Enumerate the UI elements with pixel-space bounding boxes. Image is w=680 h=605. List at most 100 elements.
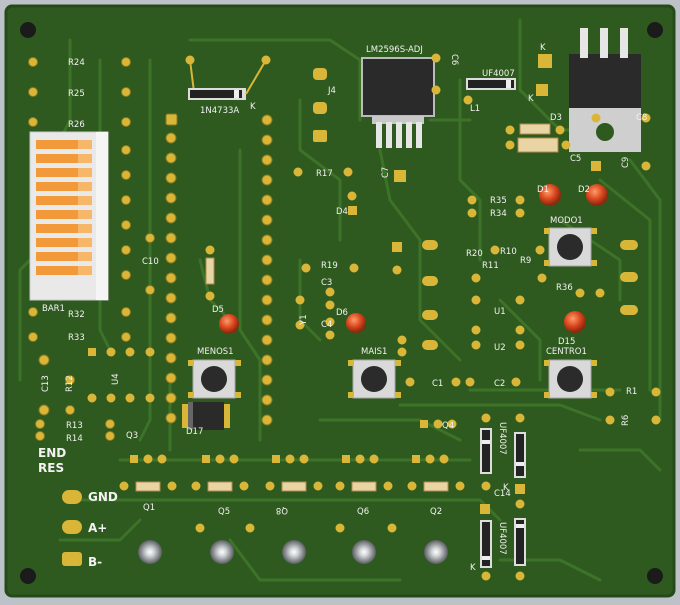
label-c5: C5 xyxy=(570,154,581,164)
bar-graph-display xyxy=(29,131,109,301)
label-r34: R34 xyxy=(490,209,507,219)
label-r13: R13 xyxy=(66,421,83,431)
label-modo: MODO1 xyxy=(550,216,583,226)
label-uf3: UF4007 xyxy=(497,522,507,555)
resistor-row xyxy=(119,481,465,533)
transistor-row xyxy=(130,419,457,464)
label-q2: Q2 xyxy=(430,507,442,517)
label-d5: D5 xyxy=(212,305,224,315)
power-pads xyxy=(62,490,82,566)
resistors-d3-area xyxy=(505,113,651,171)
label-d1: D1 xyxy=(537,185,549,195)
button-menos[interactable] xyxy=(188,359,241,399)
label-r24: R24 xyxy=(68,58,85,68)
label-y1: Y1 xyxy=(299,314,309,326)
label-c13: C13 xyxy=(41,375,51,392)
label-res: RES xyxy=(38,461,64,475)
label-r20: R20 xyxy=(466,249,483,259)
label-uf2: UF4007 xyxy=(497,422,507,455)
mounting-holes xyxy=(20,22,663,584)
mcu-socket-pads xyxy=(165,113,273,426)
lm2596-regulator xyxy=(361,57,435,148)
label-r6: R6 xyxy=(621,415,631,426)
label-d4: D4 xyxy=(336,207,348,217)
label-gnd: GND xyxy=(88,490,118,504)
label-d6: D6 xyxy=(336,308,348,318)
bridge-diodes xyxy=(480,413,526,581)
label-c4: C4 xyxy=(321,320,332,330)
label-r17: R17 xyxy=(316,169,333,179)
label-d17: D17 xyxy=(186,427,203,437)
led-d2 xyxy=(586,184,608,206)
label-u4: U4 xyxy=(111,373,121,385)
label-b-minus: B- xyxy=(88,555,102,569)
button-modo[interactable] xyxy=(544,227,597,267)
led-d5 xyxy=(219,314,239,334)
button-mais[interactable] xyxy=(348,359,401,399)
label-c6: C6 xyxy=(449,54,459,65)
label-end: END xyxy=(38,446,66,460)
zener-diode xyxy=(185,55,271,100)
smd-diode-d17 xyxy=(182,402,230,430)
label-c8: C8 xyxy=(636,113,647,123)
label-r11: R11 xyxy=(482,261,499,271)
label-r36: R36 xyxy=(556,283,573,293)
label-r12: R12 xyxy=(65,375,75,392)
label-j4: J4 xyxy=(327,86,336,96)
label-q1: Q1 xyxy=(143,503,155,513)
led-d15 xyxy=(564,311,586,333)
to220-regulator xyxy=(569,28,641,152)
led-d1 xyxy=(539,184,561,206)
center-pads xyxy=(293,53,521,387)
label-c9: C9 xyxy=(621,157,631,168)
label-r10: R10 xyxy=(500,247,517,257)
label-uf1: UF4007 xyxy=(482,69,515,79)
label-d15: D15 xyxy=(558,337,575,347)
label-d3: D3 xyxy=(550,113,562,123)
label-k4: K xyxy=(470,563,476,573)
label-r9: R9 xyxy=(520,256,531,266)
label-zener: 1N4733A xyxy=(200,106,239,116)
label-c3: C3 xyxy=(321,278,332,288)
label-l1: L1 xyxy=(470,104,480,114)
label-u1: U1 xyxy=(494,307,506,317)
label-k2: K xyxy=(528,94,534,104)
terminal-holes xyxy=(138,540,448,564)
label-lm: LM2596S-ADJ xyxy=(366,45,423,55)
u4-pads xyxy=(87,347,155,403)
resistor-vertical xyxy=(205,257,215,285)
label-r32: R32 xyxy=(68,310,85,320)
label-c7: C7 xyxy=(381,167,391,178)
label-q6: Q6 xyxy=(357,507,369,517)
label-r25: R25 xyxy=(68,89,85,99)
label-k3: K xyxy=(503,483,509,493)
label-c2: C2 xyxy=(494,379,505,389)
label-r26: R26 xyxy=(68,120,85,130)
j4-pads xyxy=(313,68,327,142)
pad-k-top xyxy=(538,54,552,68)
diode-uf4007-top xyxy=(463,78,548,105)
label-bar1: BAR1 xyxy=(42,304,65,314)
label-q3: Q3 xyxy=(126,431,138,441)
label-centro: CENTRO1 xyxy=(546,347,587,357)
label-c1: C1 xyxy=(432,379,443,389)
label-r1: R1 xyxy=(626,387,637,397)
label-q4: Q4 xyxy=(442,421,454,431)
label-k5: K xyxy=(540,43,546,53)
label-menos: MENOS1 xyxy=(197,347,234,357)
led-d6 xyxy=(346,313,366,333)
label-q5: Q5 xyxy=(218,507,230,517)
label-u2: U2 xyxy=(494,343,506,353)
label-r33: R33 xyxy=(68,333,85,343)
label-q8: Q8 xyxy=(276,505,288,515)
left-pads xyxy=(28,57,155,441)
label-r35: R35 xyxy=(490,196,507,206)
label-r14: R14 xyxy=(66,434,83,444)
label-a-plus: A+ xyxy=(88,521,107,535)
button-centro[interactable] xyxy=(544,359,597,399)
label-d2: D2 xyxy=(578,185,590,195)
label-mais: MAIS1 xyxy=(361,347,387,357)
label-k1: K xyxy=(250,102,256,112)
